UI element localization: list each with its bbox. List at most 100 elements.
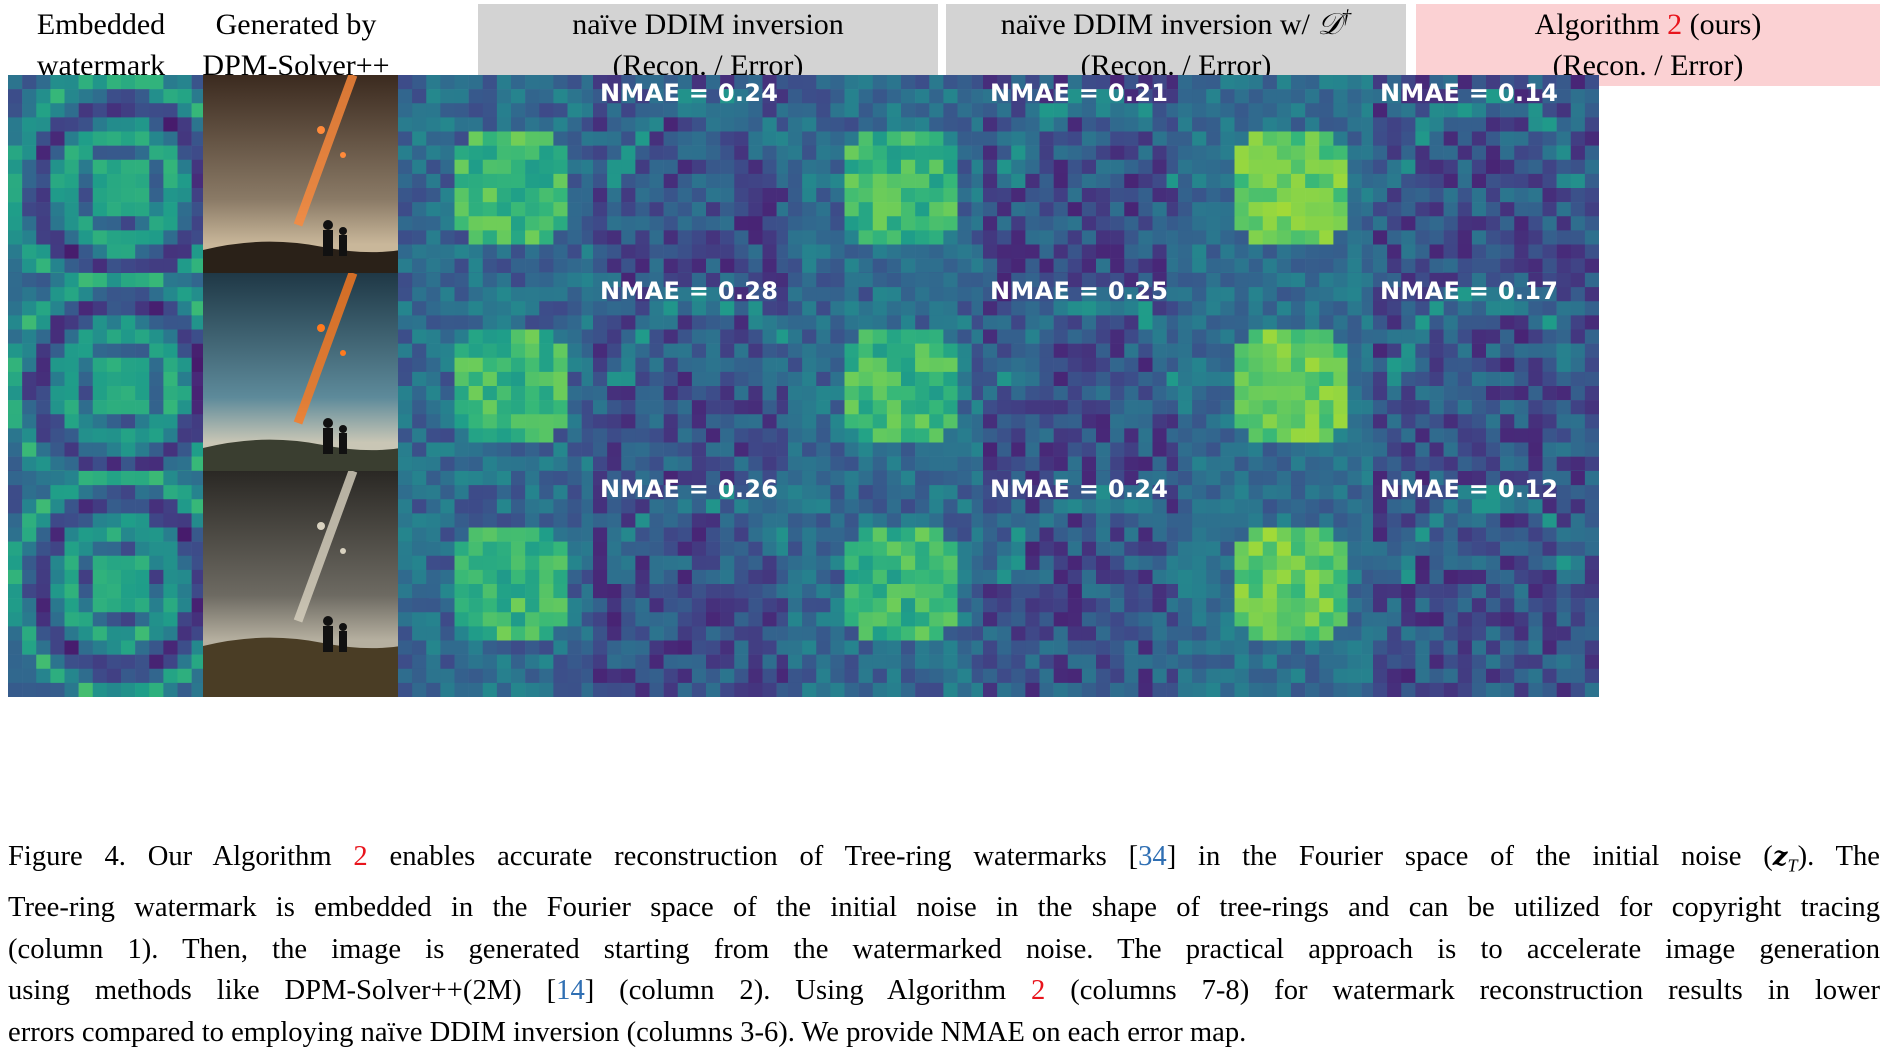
heatmap-cell <box>1458 174 1472 188</box>
heatmap-cell <box>1528 216 1542 230</box>
heatmap-cell <box>426 344 440 358</box>
heatmap-cell <box>497 103 511 117</box>
heatmap-cell <box>678 443 692 457</box>
heatmap-cell <box>1486 216 1500 230</box>
heatmap-cell <box>664 428 678 442</box>
heatmap-cell <box>1054 230 1068 244</box>
heatmap-cell <box>568 400 582 414</box>
heatmap-cell <box>788 485 802 499</box>
heatmap-cell <box>1319 457 1333 471</box>
heatmap-cell <box>135 372 149 386</box>
heatmap-cell <box>802 485 816 499</box>
heatmap-cell <box>469 485 483 499</box>
heatmap-cell <box>1472 202 1486 216</box>
heatmap-cell <box>1068 414 1082 428</box>
heatmap-cell <box>93 89 107 103</box>
algorithm-ref-link[interactable]: 2 <box>1667 8 1682 41</box>
heatmap-cell <box>469 513 483 527</box>
heatmap-cell <box>788 160 802 174</box>
heatmap-cell <box>1571 160 1585 174</box>
heatmap-cell <box>983 400 997 414</box>
heatmap-cell <box>568 428 582 442</box>
heatmap-cell <box>788 683 802 697</box>
heatmap-cell <box>93 287 107 301</box>
heatmap-cell <box>943 188 957 202</box>
heatmap-cell <box>983 188 997 202</box>
heatmap-cell <box>748 683 762 697</box>
heatmap-cell <box>887 528 901 542</box>
header-line1: Embedded <box>37 4 165 45</box>
heatmap-cell <box>36 471 50 485</box>
heatmap-cell <box>678 117 692 131</box>
heatmap-cell <box>873 259 887 273</box>
heatmap-cell <box>997 626 1011 640</box>
heatmap-cell <box>635 612 649 626</box>
heatmap-cell <box>1054 584 1068 598</box>
heatmap-cell <box>525 542 539 556</box>
heatmap-cell <box>763 259 777 273</box>
heatmap-cell <box>1373 202 1387 216</box>
heatmap-cell <box>455 160 469 174</box>
heatmap-cell <box>788 386 802 400</box>
heatmap-cell <box>901 216 915 230</box>
heatmap-cell <box>1514 414 1528 428</box>
heatmap-cell <box>1192 358 1206 372</box>
heatmap-cell <box>553 230 567 244</box>
heatmap-cell <box>568 584 582 598</box>
heatmap-cell <box>79 188 93 202</box>
heatmap-cell <box>1220 428 1234 442</box>
heatmap-cell <box>873 230 887 244</box>
heatmap-cell <box>1110 584 1124 598</box>
heatmap-cell <box>539 103 553 117</box>
heatmap-cell <box>1557 89 1571 103</box>
heatmap-cell <box>943 513 957 527</box>
heatmap-cell <box>1011 358 1025 372</box>
heatmap-cell <box>678 513 692 527</box>
heatmap-cell <box>1096 117 1110 131</box>
heatmap-cell <box>511 428 525 442</box>
heatmap-cell <box>539 174 553 188</box>
heatmap-cell <box>1543 188 1557 202</box>
heatmap-cell <box>398 542 412 556</box>
heatmap-cell <box>1124 400 1138 414</box>
heatmap-cell <box>121 75 135 89</box>
heatmap-cell <box>1153 626 1167 640</box>
heatmap-cell <box>455 372 469 386</box>
heatmap-cell <box>1068 641 1082 655</box>
heatmap-cell <box>664 188 678 202</box>
heatmap-cell <box>1472 174 1486 188</box>
heatmap-cell <box>1054 626 1068 640</box>
heatmap-cell <box>455 428 469 442</box>
heatmap-cell <box>734 146 748 160</box>
heatmap-svg <box>398 273 624 499</box>
heatmap-cell <box>1040 132 1054 146</box>
heatmap-cell <box>664 330 678 344</box>
heatmap-cell <box>845 372 859 386</box>
heatmap-cell <box>398 683 412 697</box>
heatmap-cell <box>873 117 887 131</box>
heatmap-cell <box>859 230 873 244</box>
heatmap-cell <box>1082 626 1096 640</box>
heatmap-cell <box>568 301 582 315</box>
heatmap-cell <box>1430 202 1444 216</box>
heatmap-cell <box>650 528 664 542</box>
heatmap-cell <box>398 372 412 386</box>
heatmap-cell <box>958 655 972 669</box>
heatmap-cell <box>1444 443 1458 457</box>
heatmap-cell <box>1110 612 1124 626</box>
heatmap-cell <box>36 75 50 89</box>
heatmap-cell <box>1387 230 1401 244</box>
heatmap-cell <box>135 513 149 527</box>
heatmap-cell <box>1291 358 1305 372</box>
heatmap-cell <box>593 372 607 386</box>
heatmap-cell <box>816 358 830 372</box>
heatmap-svg <box>8 75 234 301</box>
heatmap-cell <box>398 245 412 259</box>
heatmap-cell <box>36 655 50 669</box>
heatmap-cell <box>802 471 816 485</box>
heatmap-cell <box>1025 146 1039 160</box>
heatmap-cell <box>539 372 553 386</box>
heatmap-cell <box>943 428 957 442</box>
heatmap-cell <box>1068 542 1082 556</box>
heatmap-cell <box>943 259 957 273</box>
